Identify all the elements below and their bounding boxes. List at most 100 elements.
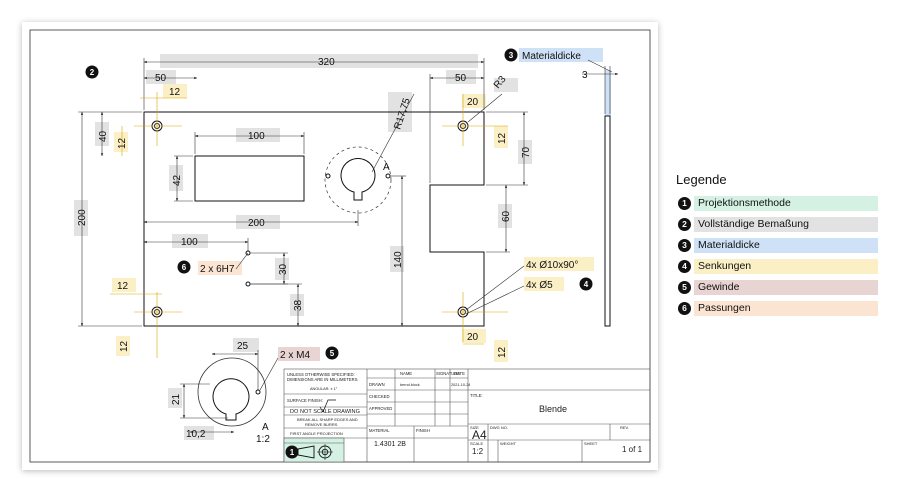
- legend-label: Gewinde: [694, 280, 878, 295]
- tb-material-label: MATERIAL: [369, 428, 390, 433]
- tb-title: Blende: [539, 404, 567, 414]
- dim-200-vert: 200: [77, 209, 88, 226]
- dim-40: 40: [98, 130, 109, 142]
- tb-dwg-label: DWG NO.: [490, 425, 508, 430]
- tb-surface: SURFACE FINISH:: [287, 398, 323, 403]
- legend-item: 2 Vollständige Bemaßung: [676, 217, 878, 232]
- markers: 2 3 4 5 6 1: [85, 48, 593, 459]
- marker-6: 6: [182, 263, 187, 272]
- dim-200-horiz: 200: [248, 218, 265, 229]
- thread-label: 2 x M4: [280, 350, 310, 361]
- tb-note2: DIMENSIONS ARE IN MILLIMETERS: [287, 377, 358, 382]
- tb-scale: 1:2: [472, 447, 484, 456]
- tb-title-label: TITLE:: [470, 393, 483, 398]
- tb-note3: ANGULAR: ± 1°: [310, 387, 338, 391]
- legend-item: 6 Passungen: [676, 301, 878, 316]
- legend-item: 4 Senkungen: [676, 259, 878, 274]
- legend-number: 6: [678, 302, 691, 315]
- marker-5: 5: [330, 349, 335, 358]
- dim-60: 60: [501, 210, 512, 222]
- label-a: A: [383, 162, 390, 173]
- tb-row-drawn: DRAWN: [369, 382, 385, 387]
- legend-number: 4: [678, 260, 691, 273]
- dim-50-right: 50: [455, 73, 467, 84]
- legend-title: Legende: [676, 172, 727, 187]
- side-view: [604, 115, 611, 327]
- legend: Legende 1 Projektionsmethode 2 Vollständ…: [676, 172, 878, 322]
- legend-number: 3: [678, 239, 691, 252]
- technical-drawing: 320 50 50 12 12 40 100 42 200 200 100 30…: [29, 29, 651, 463]
- surface-finish-icon: [319, 399, 336, 413]
- marker-2: 2: [90, 68, 95, 77]
- tb-size: A4: [472, 428, 487, 442]
- legend-number: 5: [678, 281, 691, 294]
- detail-view: [180, 350, 279, 434]
- legend-item: 1 Projektionsmethode: [676, 196, 878, 211]
- dim-12-bottom-horiz: 12: [117, 281, 129, 292]
- detail-dim-10-2: 10,2: [186, 429, 206, 440]
- dim-30: 30: [278, 263, 289, 275]
- tb-row-checked: CHECKED: [369, 394, 389, 399]
- dim-100-mid: 100: [181, 237, 198, 248]
- rect-cutout: [194, 155, 305, 202]
- tb-drawn-name: bernd.block: [400, 383, 420, 387]
- tb-no-scale: DO NOT SCALE DRAWING: [290, 409, 360, 415]
- legend-label: Senkungen: [694, 259, 878, 274]
- tb-col-signature: SIGNATURE: [436, 371, 460, 376]
- title-block-texts: UNLESS OTHERWISE SPECIFIED: DIMENSIONS A…: [287, 371, 643, 456]
- dim-12-bottom-vert: 12: [119, 340, 130, 352]
- dimension-texts: 320 50 50 12 12 40 100 42 200 200 100 30…: [77, 51, 588, 445]
- detail-scale: 1:2: [256, 434, 270, 445]
- tb-break2: REMOVE BURRS: [305, 422, 338, 427]
- tb-col-name: NAME: [400, 371, 412, 376]
- hl-12-left: [114, 132, 128, 152]
- dim-12-right-vert: 12: [497, 132, 508, 144]
- keyed-hole: [340, 158, 376, 201]
- dim-100-top: 100: [248, 131, 265, 142]
- dim-70: 70: [521, 146, 532, 158]
- legend-label: Passungen: [694, 301, 878, 316]
- tb-material: 1.4301 2B: [374, 441, 406, 448]
- tb-rev-label: REV.: [620, 425, 629, 430]
- detail-dim-25: 25: [237, 341, 249, 352]
- marker-3: 3: [509, 51, 514, 60]
- dim-50-left: 50: [155, 73, 167, 84]
- tb-sheet-label: SHEET: [584, 441, 598, 446]
- legend-number: 2: [678, 218, 691, 231]
- dim-140: 140: [393, 251, 404, 268]
- dim-42: 42: [172, 174, 183, 186]
- legend-number: 1: [678, 197, 691, 210]
- dimension-lines: [78, 58, 619, 358]
- dim-12-top: 12: [169, 87, 181, 98]
- drawing-frame: [29, 29, 651, 463]
- legend-label: Vollständige Bemaßung: [694, 217, 878, 232]
- dim-12-bottom-right: 12: [497, 346, 508, 358]
- hole-diameter-label: 4x Ø5: [526, 280, 553, 291]
- tb-col-date: DATE: [454, 371, 465, 376]
- legend-label: Materialdicke: [694, 238, 878, 253]
- marker-1: 1: [290, 448, 295, 457]
- detail-dim-21: 21: [171, 393, 182, 405]
- legend-item: 3 Materialdicke: [676, 238, 878, 253]
- dim-320: 320: [318, 57, 335, 68]
- highlights: [74, 48, 611, 440]
- tb-projection: FIRST ANGLE PROJECTION: [290, 431, 343, 436]
- dim-thickness: 3: [582, 70, 588, 81]
- marker-4: 4: [584, 280, 589, 289]
- drawing-sheet: 320 50 50 12 12 40 100 42 200 200 100 30…: [22, 22, 658, 470]
- tb-drawn-date: 2021-10-24: [451, 383, 470, 387]
- dim-38: 38: [293, 299, 304, 311]
- legend-item: 5 Gewinde: [676, 280, 878, 295]
- tb-weight-label: WEIGHT: [500, 441, 517, 446]
- tb-size-label: SIZE: [470, 425, 479, 430]
- materialdicke-callout: Materialdicke: [522, 51, 581, 62]
- tb-finish-label: FINISH: [416, 428, 430, 433]
- dim-20-bottom: 20: [467, 332, 479, 343]
- detail-section-label: A: [262, 422, 269, 433]
- dim-12-left-vert: 12: [117, 137, 128, 149]
- dim-20-top: 20: [467, 97, 479, 108]
- tb-sheet: 1 of 1: [622, 445, 643, 454]
- tb-row-approved: APPROVED: [369, 406, 392, 411]
- countersink-label: 4x Ø10x90°: [526, 260, 578, 271]
- fit-label: 2 x 6H7: [200, 264, 235, 275]
